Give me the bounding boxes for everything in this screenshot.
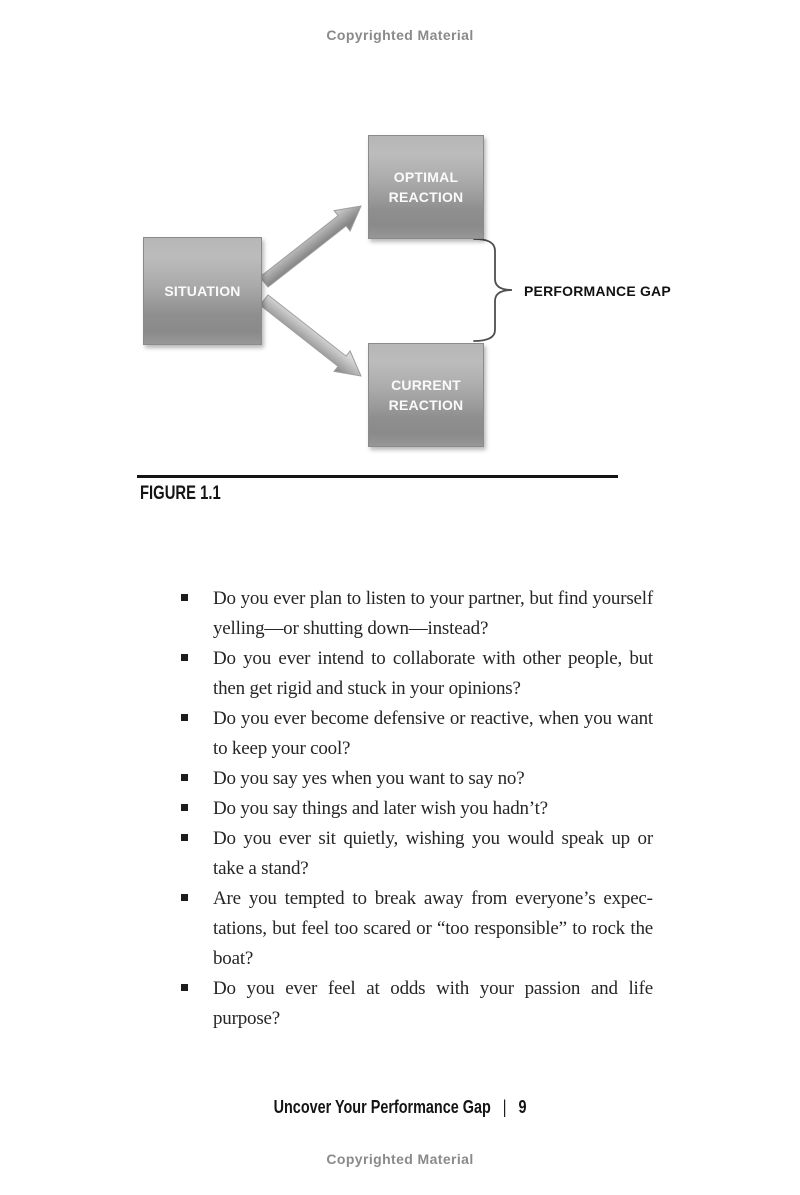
bullet-square-icon [181, 594, 188, 601]
footer-separator: | [502, 1097, 507, 1117]
copyright-notice-top: Copyrighted Material [326, 27, 474, 43]
bullet-square-icon [181, 984, 188, 991]
current-reaction-box: CURRENT REACTION [368, 343, 484, 447]
question-item: Do you ever become defensive or reactive… [180, 704, 653, 764]
question-item: Are you tempted to break away from every… [180, 884, 653, 974]
question-item: Do you ever feel at odds with your passi… [180, 974, 653, 1034]
question-item: Do you say things and later wish you had… [180, 794, 653, 824]
running-footer-text: Uncover Your Performance Gap | 9 [274, 1097, 527, 1118]
question-item: Do you ever sit quietly, wishing you wou… [180, 824, 653, 884]
bullet-square-icon [181, 774, 188, 781]
situation-box: SITUATION [143, 237, 262, 345]
question-text: Do you ever plan to listen to your partn… [213, 588, 653, 639]
question-item: Do you say yes when you want to say no? [180, 764, 653, 794]
situation-box-label: SITUATION [164, 283, 241, 299]
question-text: Do you ever feel at odds with your passi… [213, 978, 653, 1029]
bullet-square-icon [181, 834, 188, 841]
question-text: Do you say yes when you want to say no? [213, 768, 525, 789]
performance-gap-brace-icon [473, 238, 513, 342]
question-item: Do you ever intend to collaborate with o… [180, 644, 653, 704]
current-reaction-box-label: CURRENT REACTION [388, 377, 464, 413]
question-text: Do you ever intend to collaborate with o… [213, 648, 653, 699]
question-text: Do you say things and later wish you had… [213, 798, 548, 819]
bullet-square-icon [181, 714, 188, 721]
bullet-square-icon [181, 804, 188, 811]
arrow-to-optimal-icon [259, 205, 362, 288]
question-text: Are you tempted to break away from every… [213, 888, 653, 969]
running-footer: Uncover Your Performance Gap | 9 [0, 1097, 800, 1118]
optimal-reaction-box-label: OPTIMAL REACTION [388, 169, 464, 205]
arrow-to-current-icon [259, 294, 362, 377]
question-list: Do you ever plan to listen to your partn… [180, 584, 653, 1034]
performance-gap-label: PERFORMANCE GAP [524, 283, 671, 299]
figure-rule [137, 475, 618, 478]
footer-page-number: 9 [518, 1097, 527, 1117]
optimal-reaction-box: OPTIMAL REACTION [368, 135, 484, 239]
copyright-notice-bottom: Copyrighted Material [326, 1151, 474, 1167]
bullet-square-icon [181, 894, 188, 901]
question-text: Do you ever become defensive or reactive… [213, 708, 653, 759]
question-text: Do you ever sit quietly, wishing you wou… [213, 828, 653, 879]
footer-title: Uncover Your Performance Gap [273, 1097, 491, 1117]
bullet-square-icon [181, 654, 188, 661]
question-item: Do you ever plan to listen to your partn… [180, 584, 653, 644]
figure-diagram-graphics [259, 205, 513, 377]
figure-caption: FIGURE 1.1 [140, 483, 221, 504]
